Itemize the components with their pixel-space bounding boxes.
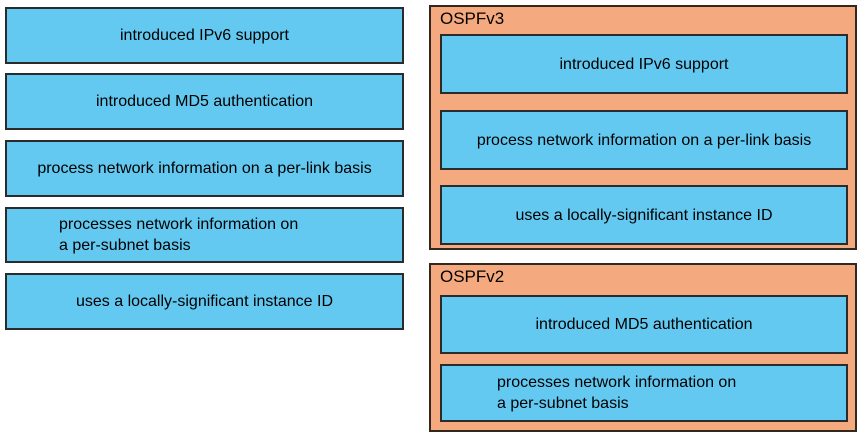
placed-option-per-link-basis[interactable]: process network information on a per-lin…	[440, 110, 848, 170]
dropzone-ospfv2[interactable]: OSPFv2 introduced MD5 authentication pro…	[429, 263, 857, 432]
dropzone-ospfv3[interactable]: OSPFv3 introduced IPv6 support process n…	[429, 5, 857, 250]
ospfv2-panel-title: OSPFv2	[440, 267, 505, 286]
option-introduced-ipv6-support[interactable]: introduced IPv6 support	[5, 7, 404, 64]
placed-option-introduced-ipv6-support[interactable]: introduced IPv6 support	[440, 34, 848, 94]
option-introduced-md5-authentication[interactable]: introduced MD5 authentication	[5, 73, 404, 130]
option-per-link-basis[interactable]: process network information on a per-lin…	[5, 140, 404, 197]
placed-option-per-subnet-basis[interactable]: processes network information on a per-s…	[440, 364, 848, 422]
placed-option-introduced-md5-authentication[interactable]: introduced MD5 authentication	[440, 295, 848, 354]
option-locally-significant-instance-id[interactable]: uses a locally-significant instance ID	[5, 273, 404, 330]
option-per-subnet-basis[interactable]: processes network information on a per-s…	[5, 207, 404, 263]
ospfv3-panel-title: OSPFv3	[440, 9, 505, 28]
placed-option-locally-significant-instance-id[interactable]: uses a locally-significant instance ID	[440, 185, 848, 245]
